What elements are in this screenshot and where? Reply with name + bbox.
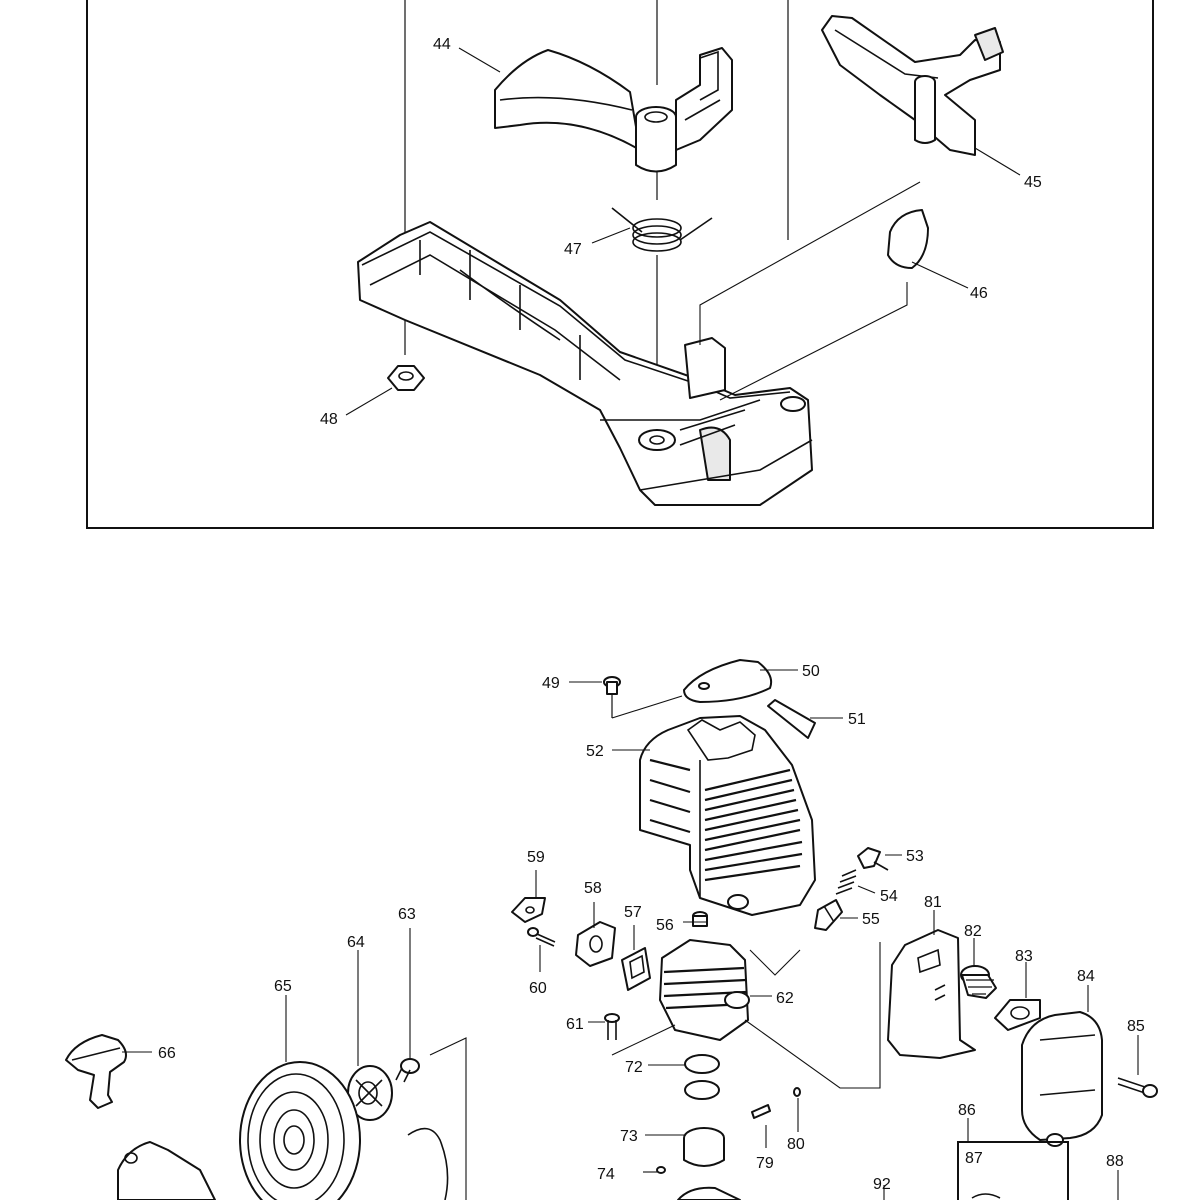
part-56-cap xyxy=(692,911,708,927)
callout-81: 81 xyxy=(924,894,942,911)
part-81-heat-shield xyxy=(887,929,976,1059)
callout-84: 84 xyxy=(1077,968,1095,985)
part-46-cover-plate xyxy=(887,209,929,269)
callout-49: 49 xyxy=(542,675,560,692)
callout-44: 44 xyxy=(433,36,451,53)
part-49-screw xyxy=(603,676,621,718)
part-61-bolt xyxy=(604,1013,620,1040)
callout-58: 58 xyxy=(584,880,602,897)
callout-55: 55 xyxy=(862,911,880,928)
crankcase-top xyxy=(677,1186,741,1200)
part-84-muffler xyxy=(1021,1011,1103,1147)
part-58-insulator xyxy=(575,921,616,967)
callout-59: 59 xyxy=(527,849,545,866)
callout-85: 85 xyxy=(1127,1018,1145,1035)
part-48-nut xyxy=(387,365,425,391)
part-60-bolt xyxy=(527,927,556,947)
starter-rope xyxy=(407,1127,449,1200)
part-44-handle-grip xyxy=(494,47,733,173)
part-73-piston xyxy=(683,1127,725,1167)
assembly-frame xyxy=(86,0,1154,529)
part-83-gasket xyxy=(994,999,1041,1031)
callout-46: 46 xyxy=(970,285,988,302)
engine-assembly xyxy=(65,659,1158,1200)
part-47-spring xyxy=(611,207,713,252)
part-72-ring-b xyxy=(684,1080,720,1100)
part-57-gasket xyxy=(621,947,651,991)
callout-63: 63 xyxy=(398,906,416,923)
part-85-bolt xyxy=(1117,1077,1158,1098)
callout-79: 79 xyxy=(756,1155,774,1172)
callout-57: 57 xyxy=(624,904,642,921)
part-54-spring xyxy=(835,869,857,895)
starter-case xyxy=(117,1141,216,1200)
callout-labels: 44 45 46 47 48 49 50 51 52 53 54 55 56 5… xyxy=(158,36,1145,1193)
callout-48: 48 xyxy=(320,411,338,428)
handle-assembly-panel xyxy=(86,0,1154,529)
part-86-bracket-box xyxy=(957,1141,1069,1200)
callout-72: 72 xyxy=(625,1059,643,1076)
callout-88: 88 xyxy=(1106,1153,1124,1170)
part-45-throttle-lever xyxy=(821,15,1004,156)
callout-65: 65 xyxy=(274,978,292,995)
callout-54: 54 xyxy=(880,888,898,905)
callout-47: 47 xyxy=(564,241,582,258)
part-52-cylinder-cover xyxy=(639,715,816,916)
part-66-starter-handle xyxy=(65,1034,127,1109)
callout-64: 64 xyxy=(347,934,365,951)
callout-50: 50 xyxy=(802,663,820,680)
callout-86: 86 xyxy=(958,1102,976,1119)
callout-80: 80 xyxy=(787,1136,805,1153)
callout-51: 51 xyxy=(848,711,866,728)
part-82-screen xyxy=(960,965,997,999)
part-59-flange xyxy=(511,897,546,923)
callout-62: 62 xyxy=(776,990,794,1007)
part-62-cylinder xyxy=(659,939,750,1041)
part-53-plug-cap xyxy=(857,847,889,871)
part-50-top-cover xyxy=(683,659,773,703)
callout-52: 52 xyxy=(586,743,604,760)
callout-74: 74 xyxy=(597,1166,615,1183)
callout-66: 66 xyxy=(158,1045,176,1062)
part-63-screw xyxy=(395,1058,420,1083)
handle-base xyxy=(357,221,813,506)
callout-56: 56 xyxy=(656,917,674,934)
callout-83: 83 xyxy=(1015,948,1033,965)
callout-61: 61 xyxy=(566,1016,584,1033)
callout-53: 53 xyxy=(906,848,924,865)
part-65-recoil-spring xyxy=(239,1061,361,1200)
part-51-seal-strip xyxy=(767,699,816,739)
part-72-ring-a xyxy=(684,1054,720,1074)
part-55-spark-plug xyxy=(814,899,843,931)
callout-60: 60 xyxy=(529,980,547,997)
callout-82: 82 xyxy=(964,923,982,940)
callout-87: 87 xyxy=(965,1150,983,1167)
callout-92: 92 xyxy=(873,1176,891,1193)
part-80-clip xyxy=(793,1087,801,1097)
callout-45: 45 xyxy=(1024,174,1042,191)
callout-73: 73 xyxy=(620,1128,638,1145)
part-74-clip xyxy=(656,1166,666,1174)
part-79-pin xyxy=(751,1104,771,1119)
